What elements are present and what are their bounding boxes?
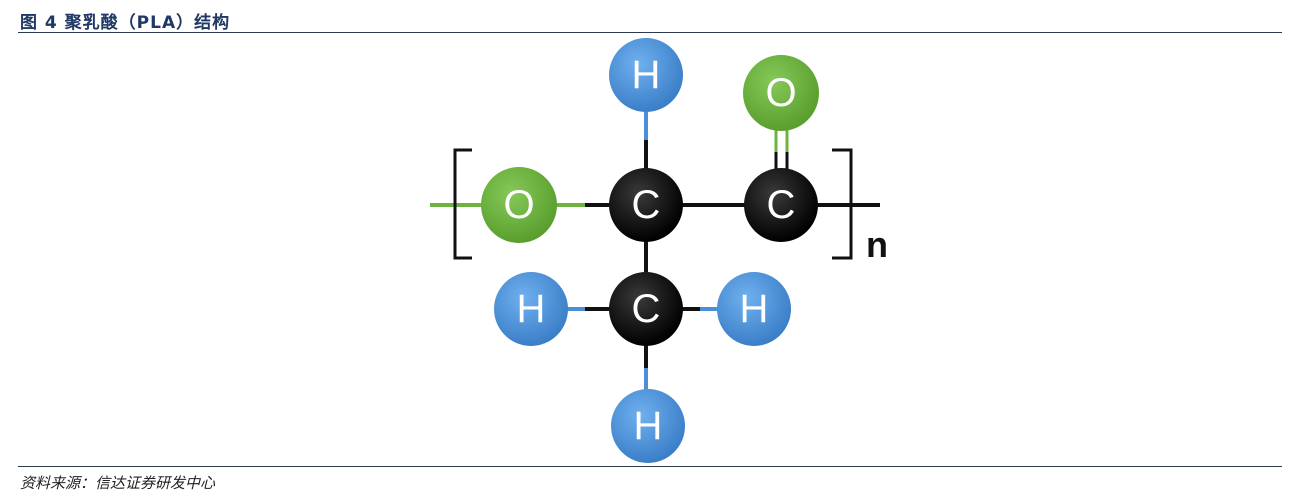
atom-h-left: H <box>494 272 568 346</box>
bracket-right <box>832 148 853 260</box>
bracket-left <box>453 148 472 260</box>
atom-h-right-label: H <box>740 287 769 331</box>
atom-h-right: H <box>717 272 791 346</box>
figure-header: 图 4 聚乳酸（PLA）结构 <box>18 6 1282 33</box>
atom-h-bottom: H <box>611 389 685 463</box>
atom-c-carbonyl-label: C <box>767 183 796 227</box>
atom-o-carbonyl-label: O <box>765 71 796 115</box>
atom-h-top: H <box>609 38 683 112</box>
atom-c-alpha-label: C <box>632 183 661 227</box>
repeat-unit-brackets: n <box>453 148 888 265</box>
repeat-subscript: n <box>866 224 888 265</box>
atom-o-ester-label: O <box>503 183 534 227</box>
atom-h-top-label: H <box>632 53 661 97</box>
bonds <box>430 112 880 390</box>
atom-h-bottom-label: H <box>634 404 663 448</box>
figure-title: 图 4 聚乳酸（PLA）结构 <box>20 13 231 33</box>
atom-h-left-label: H <box>517 287 546 331</box>
atom-c-carbonyl: C <box>744 168 818 242</box>
atom-c-methyl: C <box>609 272 683 346</box>
atom-o-ester: O <box>481 167 557 243</box>
atom-o-carbonyl: O <box>743 55 819 131</box>
figure-source: 资料来源：信达证券研发中心 <box>20 474 216 492</box>
atom-c-alpha: C <box>609 168 683 242</box>
atoms: H O O C C C H H <box>481 38 819 463</box>
figure-footer: 资料来源：信达证券研发中心 <box>18 466 1282 492</box>
atom-c-methyl-label: C <box>632 287 661 331</box>
